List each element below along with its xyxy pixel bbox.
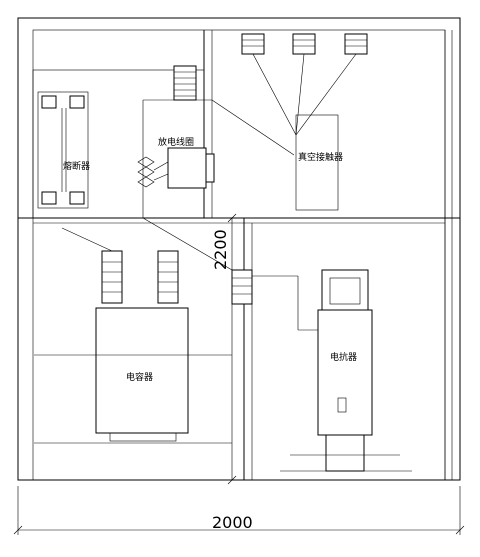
fuse-assembly: 熔断器 [37, 91, 90, 209]
reactor: 电抗器 [280, 269, 412, 472]
height-dimension: 2200 [211, 213, 237, 485]
reactor-label: 电抗器 [330, 351, 357, 363]
bus-insulator [142, 65, 212, 218]
capacitor: 电容器 [34, 227, 232, 444]
vacuum-contactor: 真空接触器 [211, 33, 368, 211]
cabinet-frame [17, 17, 461, 481]
vacuum-contactor-label: 真空接触器 [298, 151, 343, 163]
capacitor-label: 电容器 [126, 371, 153, 383]
width-dimension-label: 2000 [212, 513, 253, 532]
fuse-label: 熔断器 [63, 160, 90, 172]
height-dimension-label: 2200 [211, 229, 230, 270]
link-insulator [142, 217, 320, 331]
discharge-coil-label: 放电线圈 [158, 136, 194, 148]
discharge-coil: 放电线圈 [137, 136, 215, 189]
width-dimension: 2000 [13, 486, 465, 535]
